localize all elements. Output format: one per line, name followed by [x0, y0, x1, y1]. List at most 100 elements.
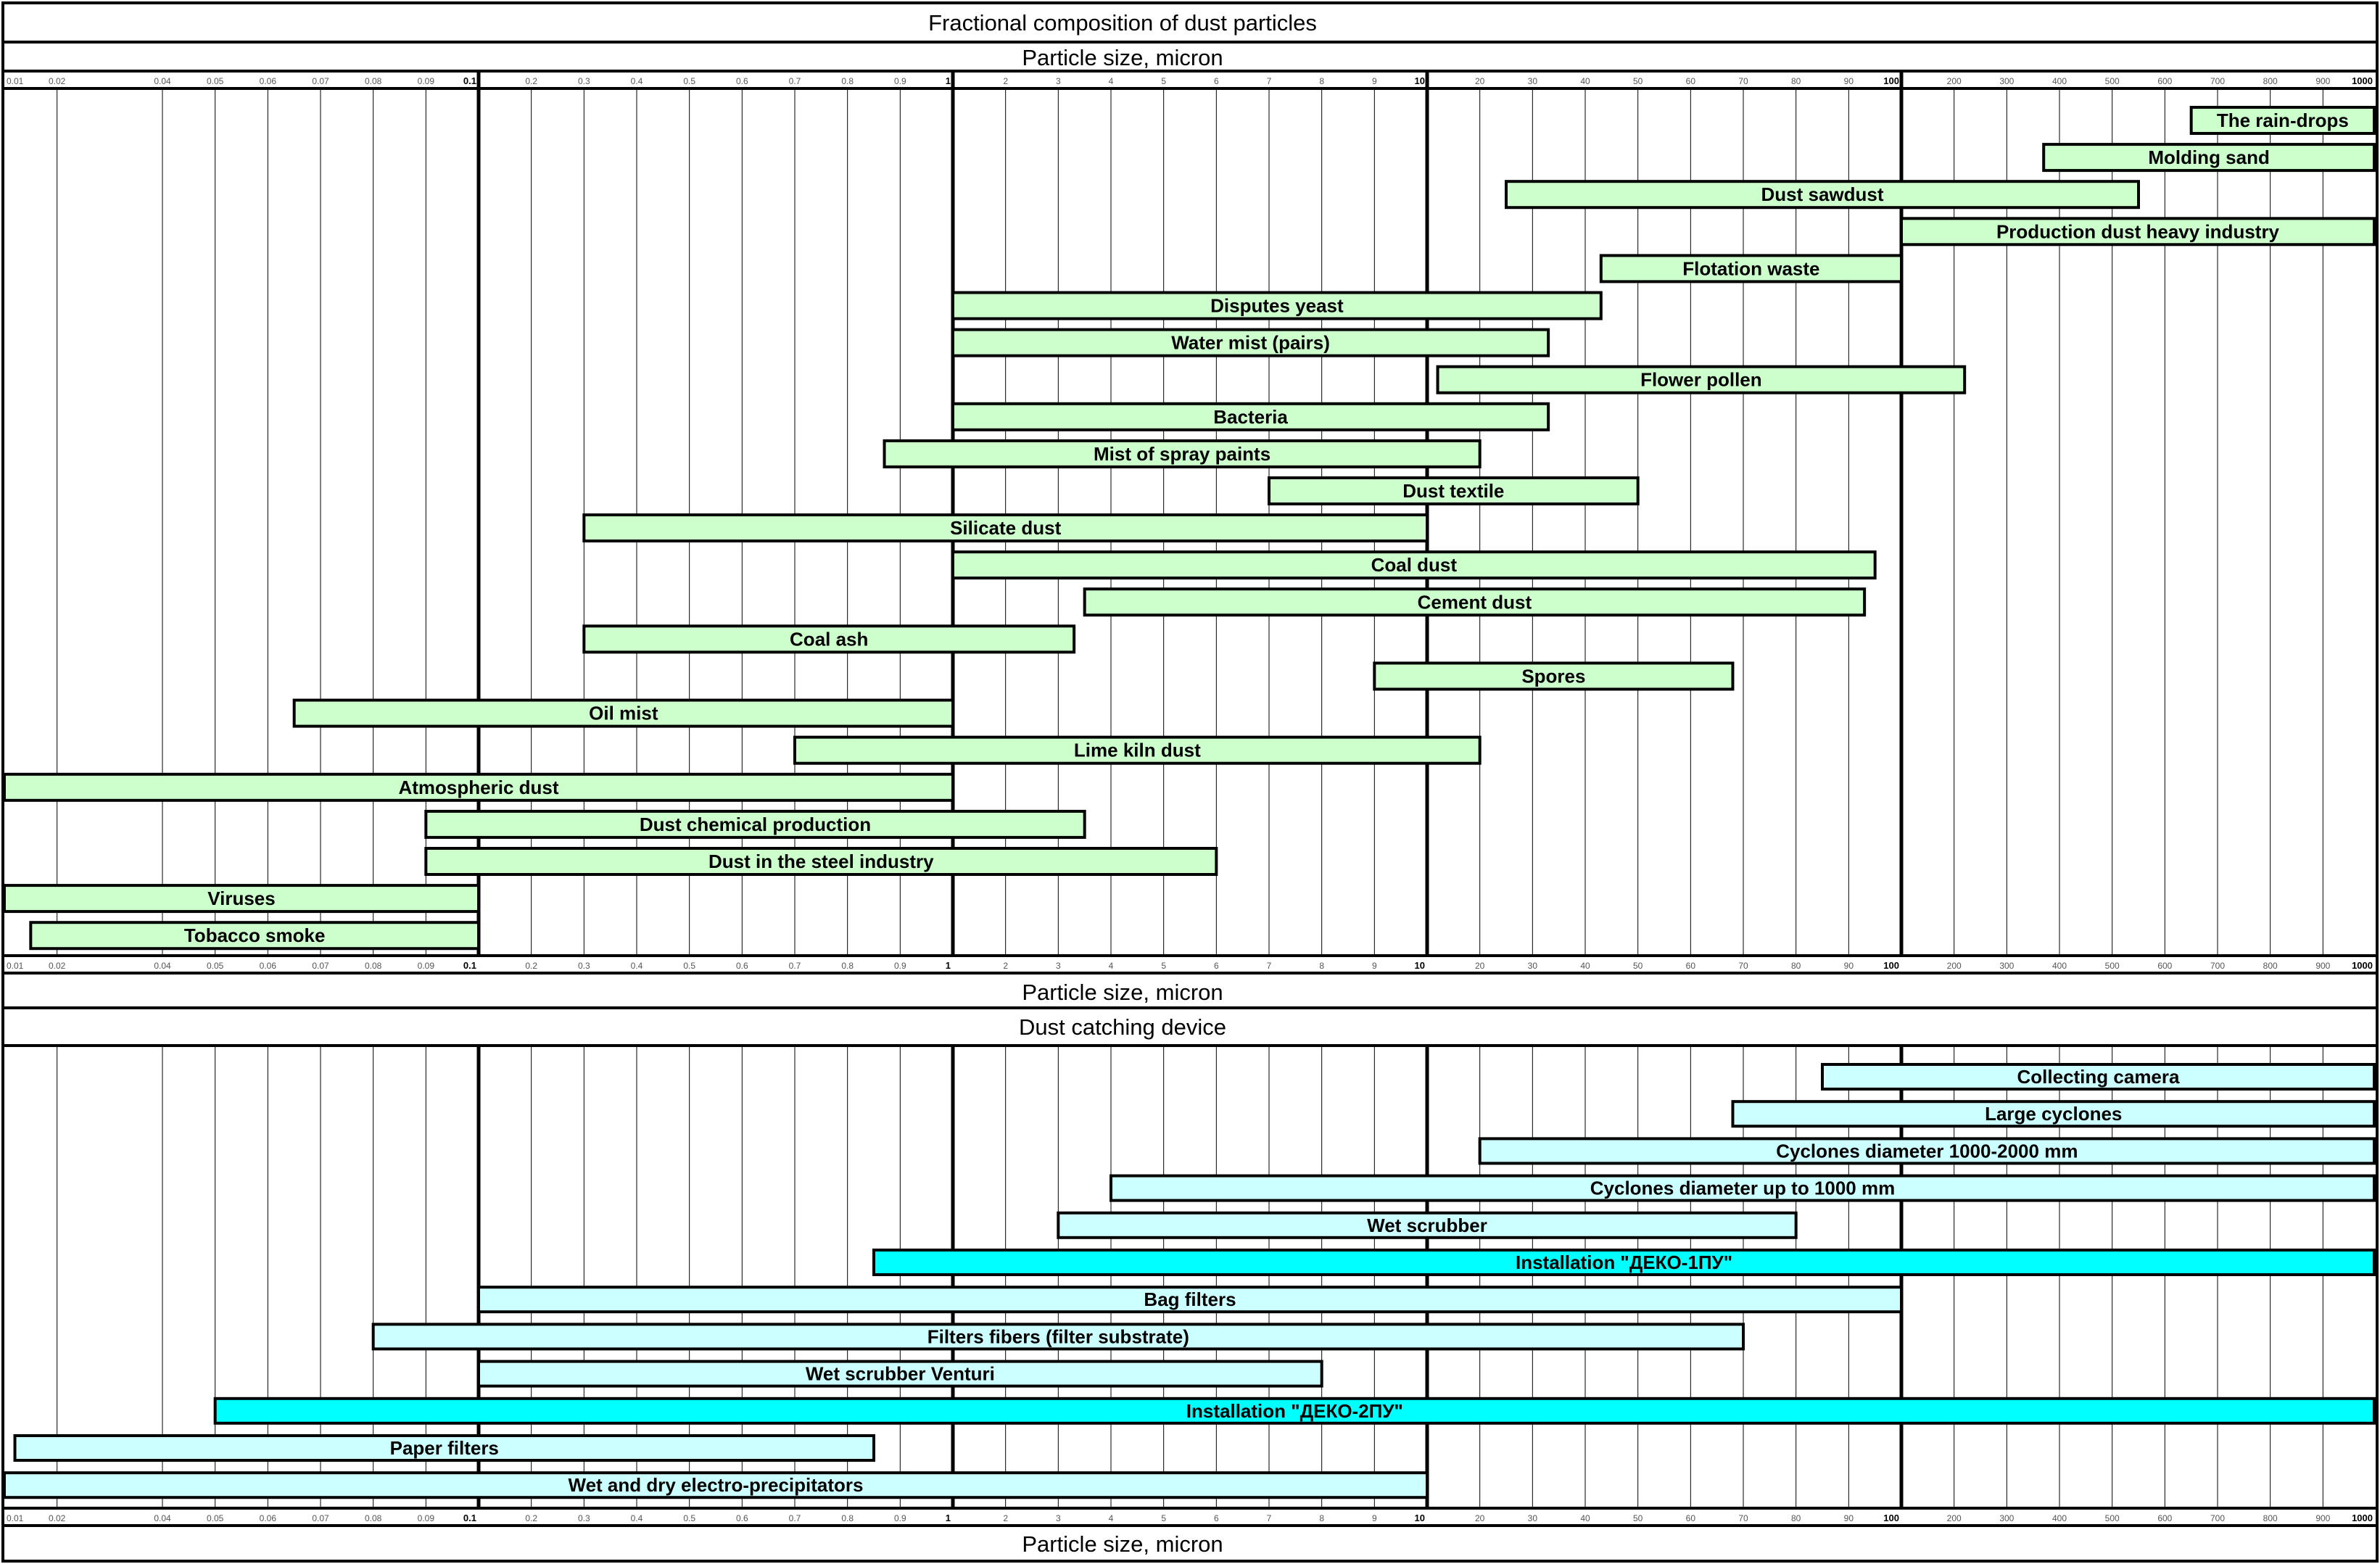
range-bar — [2042, 143, 2376, 173]
tick-label: 0.02 — [49, 1513, 66, 1523]
tick-label: 0.4 — [631, 76, 643, 86]
tick-label: 0.06 — [260, 1513, 277, 1523]
range-bar — [1599, 254, 1904, 284]
tick-label: 0.6 — [736, 1513, 748, 1523]
tick-label: 1 — [946, 960, 951, 971]
tick-label: 300 — [1999, 1513, 2014, 1523]
tick-label: 0.8 — [841, 76, 854, 86]
tick-label: 80 — [1791, 1513, 1801, 1523]
tick-label: 90 — [1844, 76, 1854, 86]
tick-label: 40 — [1580, 76, 1590, 86]
tick-label: 0.3 — [578, 961, 590, 971]
range-bar-label: Viruses — [207, 887, 275, 909]
tick-label: 400 — [2052, 961, 2067, 971]
tick-label: 3 — [1056, 961, 1061, 971]
x-axis-label-bottom: Particle size, micron — [1022, 1531, 1223, 1557]
tick-label: 80 — [1791, 961, 1801, 971]
tick-label: 40 — [1580, 961, 1590, 971]
range-bar — [872, 1249, 2376, 1276]
tick-label: 0.04 — [154, 961, 171, 971]
tick-label: 8 — [1319, 961, 1324, 971]
tick-label: 10 — [1415, 75, 1425, 86]
chart-title-dust: Fractional composition of dust particles — [928, 10, 1317, 36]
range-bar — [1478, 1137, 2376, 1165]
tick-label: 0.2 — [525, 76, 537, 86]
tick-label: 900 — [2315, 961, 2330, 971]
tick-label: 20 — [1475, 1513, 1485, 1523]
tick-label: 800 — [2263, 76, 2278, 86]
range-bar-label: Large cyclones — [1985, 1103, 2122, 1125]
tick-label: 0.06 — [260, 76, 277, 86]
range-bar-label: Installation "ДЕКО-1ПУ" — [1516, 1251, 1732, 1273]
tick-label: 7 — [1267, 76, 1272, 86]
range-bar — [1731, 1100, 2376, 1128]
tick-label: 1000 — [2352, 75, 2373, 86]
range-bar — [1900, 217, 2376, 247]
tick-label: 6 — [1214, 1513, 1219, 1523]
range-bar-label: Water mist (pairs) — [1171, 332, 1330, 354]
tick-label: 0.01 — [7, 1513, 24, 1523]
range-bar — [3, 1471, 1429, 1499]
tick-label: 8 — [1319, 1513, 1324, 1523]
tick-label: 0.6 — [736, 961, 748, 971]
range-bar-label: Filters fibers (filter substrate) — [927, 1325, 1189, 1347]
range-bar — [1057, 1211, 1798, 1239]
range-bar — [582, 513, 1429, 543]
range-bar — [951, 328, 1550, 357]
tick-label: 200 — [1947, 961, 1962, 971]
range-bar-label: Cyclones diameter 1000-2000 mm — [1776, 1140, 2078, 1162]
range-bar-label: Coal dust — [1371, 554, 1458, 576]
tick-label: 9 — [1372, 961, 1377, 971]
range-bar — [424, 809, 1086, 839]
tick-label: 700 — [2210, 961, 2225, 971]
tick-label: 0.02 — [49, 76, 66, 86]
tick-label: 90 — [1844, 961, 1854, 971]
tick-label: 300 — [1999, 76, 2014, 86]
tick-label: 4 — [1109, 961, 1114, 971]
tick-label: 9 — [1372, 1513, 1377, 1523]
range-bar — [3, 884, 480, 914]
tick-label: 0.5 — [683, 1513, 695, 1523]
tick-label: 10 — [1415, 1513, 1425, 1523]
range-bar-label: Tobacco smoke — [184, 924, 326, 946]
range-bar-label: Atmospheric dust — [398, 777, 558, 798]
tick-label: 600 — [2157, 961, 2172, 971]
tick-label: 10 — [1415, 960, 1425, 971]
tick-label: 90 — [1844, 1513, 1854, 1523]
tick-label: 400 — [2052, 76, 2067, 86]
tick-label: 0.1 — [463, 960, 476, 971]
tick-label: 400 — [2052, 1513, 2067, 1523]
range-bar-label: Dust textile — [1402, 480, 1504, 502]
tick-label: 30 — [1528, 961, 1538, 971]
tick-label: 2 — [1003, 76, 1008, 86]
tick-label: 200 — [1947, 76, 1962, 86]
tick-label: 70 — [1738, 76, 1748, 86]
tick-label: 6 — [1214, 76, 1219, 86]
range-bar-label: Molding sand — [2148, 146, 2270, 168]
range-bar — [883, 439, 1482, 468]
tick-label: 3 — [1056, 1513, 1061, 1523]
range-bar-label: Installation "ДЕКО-2ПУ" — [1186, 1400, 1403, 1422]
tick-label: 0.5 — [683, 961, 695, 971]
range-bar-label: Collecting camera — [2017, 1066, 2181, 1088]
tick-label: 0.07 — [312, 1513, 329, 1523]
tick-label: 2 — [1003, 1513, 1008, 1523]
tick-label: 0.07 — [312, 961, 329, 971]
range-bar-label: Bacteria — [1213, 406, 1288, 428]
range-bar — [951, 550, 1877, 580]
x-axis-label-top: Particle size, micron — [1022, 45, 1223, 70]
tick-label: 5 — [1161, 1513, 1166, 1523]
tick-label: 0.3 — [578, 76, 590, 86]
tick-label: 600 — [2157, 1513, 2172, 1523]
tick-label: 7 — [1267, 1513, 1272, 1523]
tick-label: 3 — [1056, 76, 1061, 86]
tick-label: 0.3 — [578, 1513, 590, 1523]
tick-label: 0.9 — [894, 76, 906, 86]
tick-label: 0.04 — [154, 1513, 171, 1523]
tick-label: 0.08 — [365, 1513, 382, 1523]
range-bar — [424, 847, 1218, 876]
tick-label: 100 — [1883, 75, 1899, 86]
